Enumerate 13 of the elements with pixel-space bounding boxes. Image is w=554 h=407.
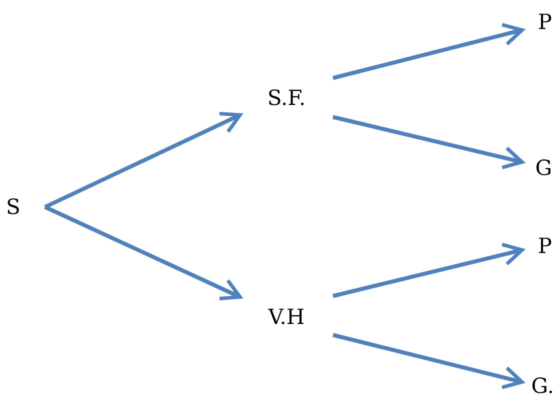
- arrow: [332, 242, 524, 298]
- node-label: P: [538, 10, 552, 34]
- node-label: S.F.: [267, 86, 306, 110]
- arrow: [332, 115, 524, 170]
- node-label: P: [538, 234, 552, 258]
- node-label: S: [6, 195, 20, 219]
- node-label: G: [535, 156, 552, 180]
- arrow: [44, 205, 242, 300]
- node-label: V.H: [268, 305, 305, 329]
- arrow: [44, 112, 242, 209]
- arrow: [332, 22, 524, 80]
- node-label: G.: [531, 374, 554, 398]
- arrow: [332, 333, 524, 390]
